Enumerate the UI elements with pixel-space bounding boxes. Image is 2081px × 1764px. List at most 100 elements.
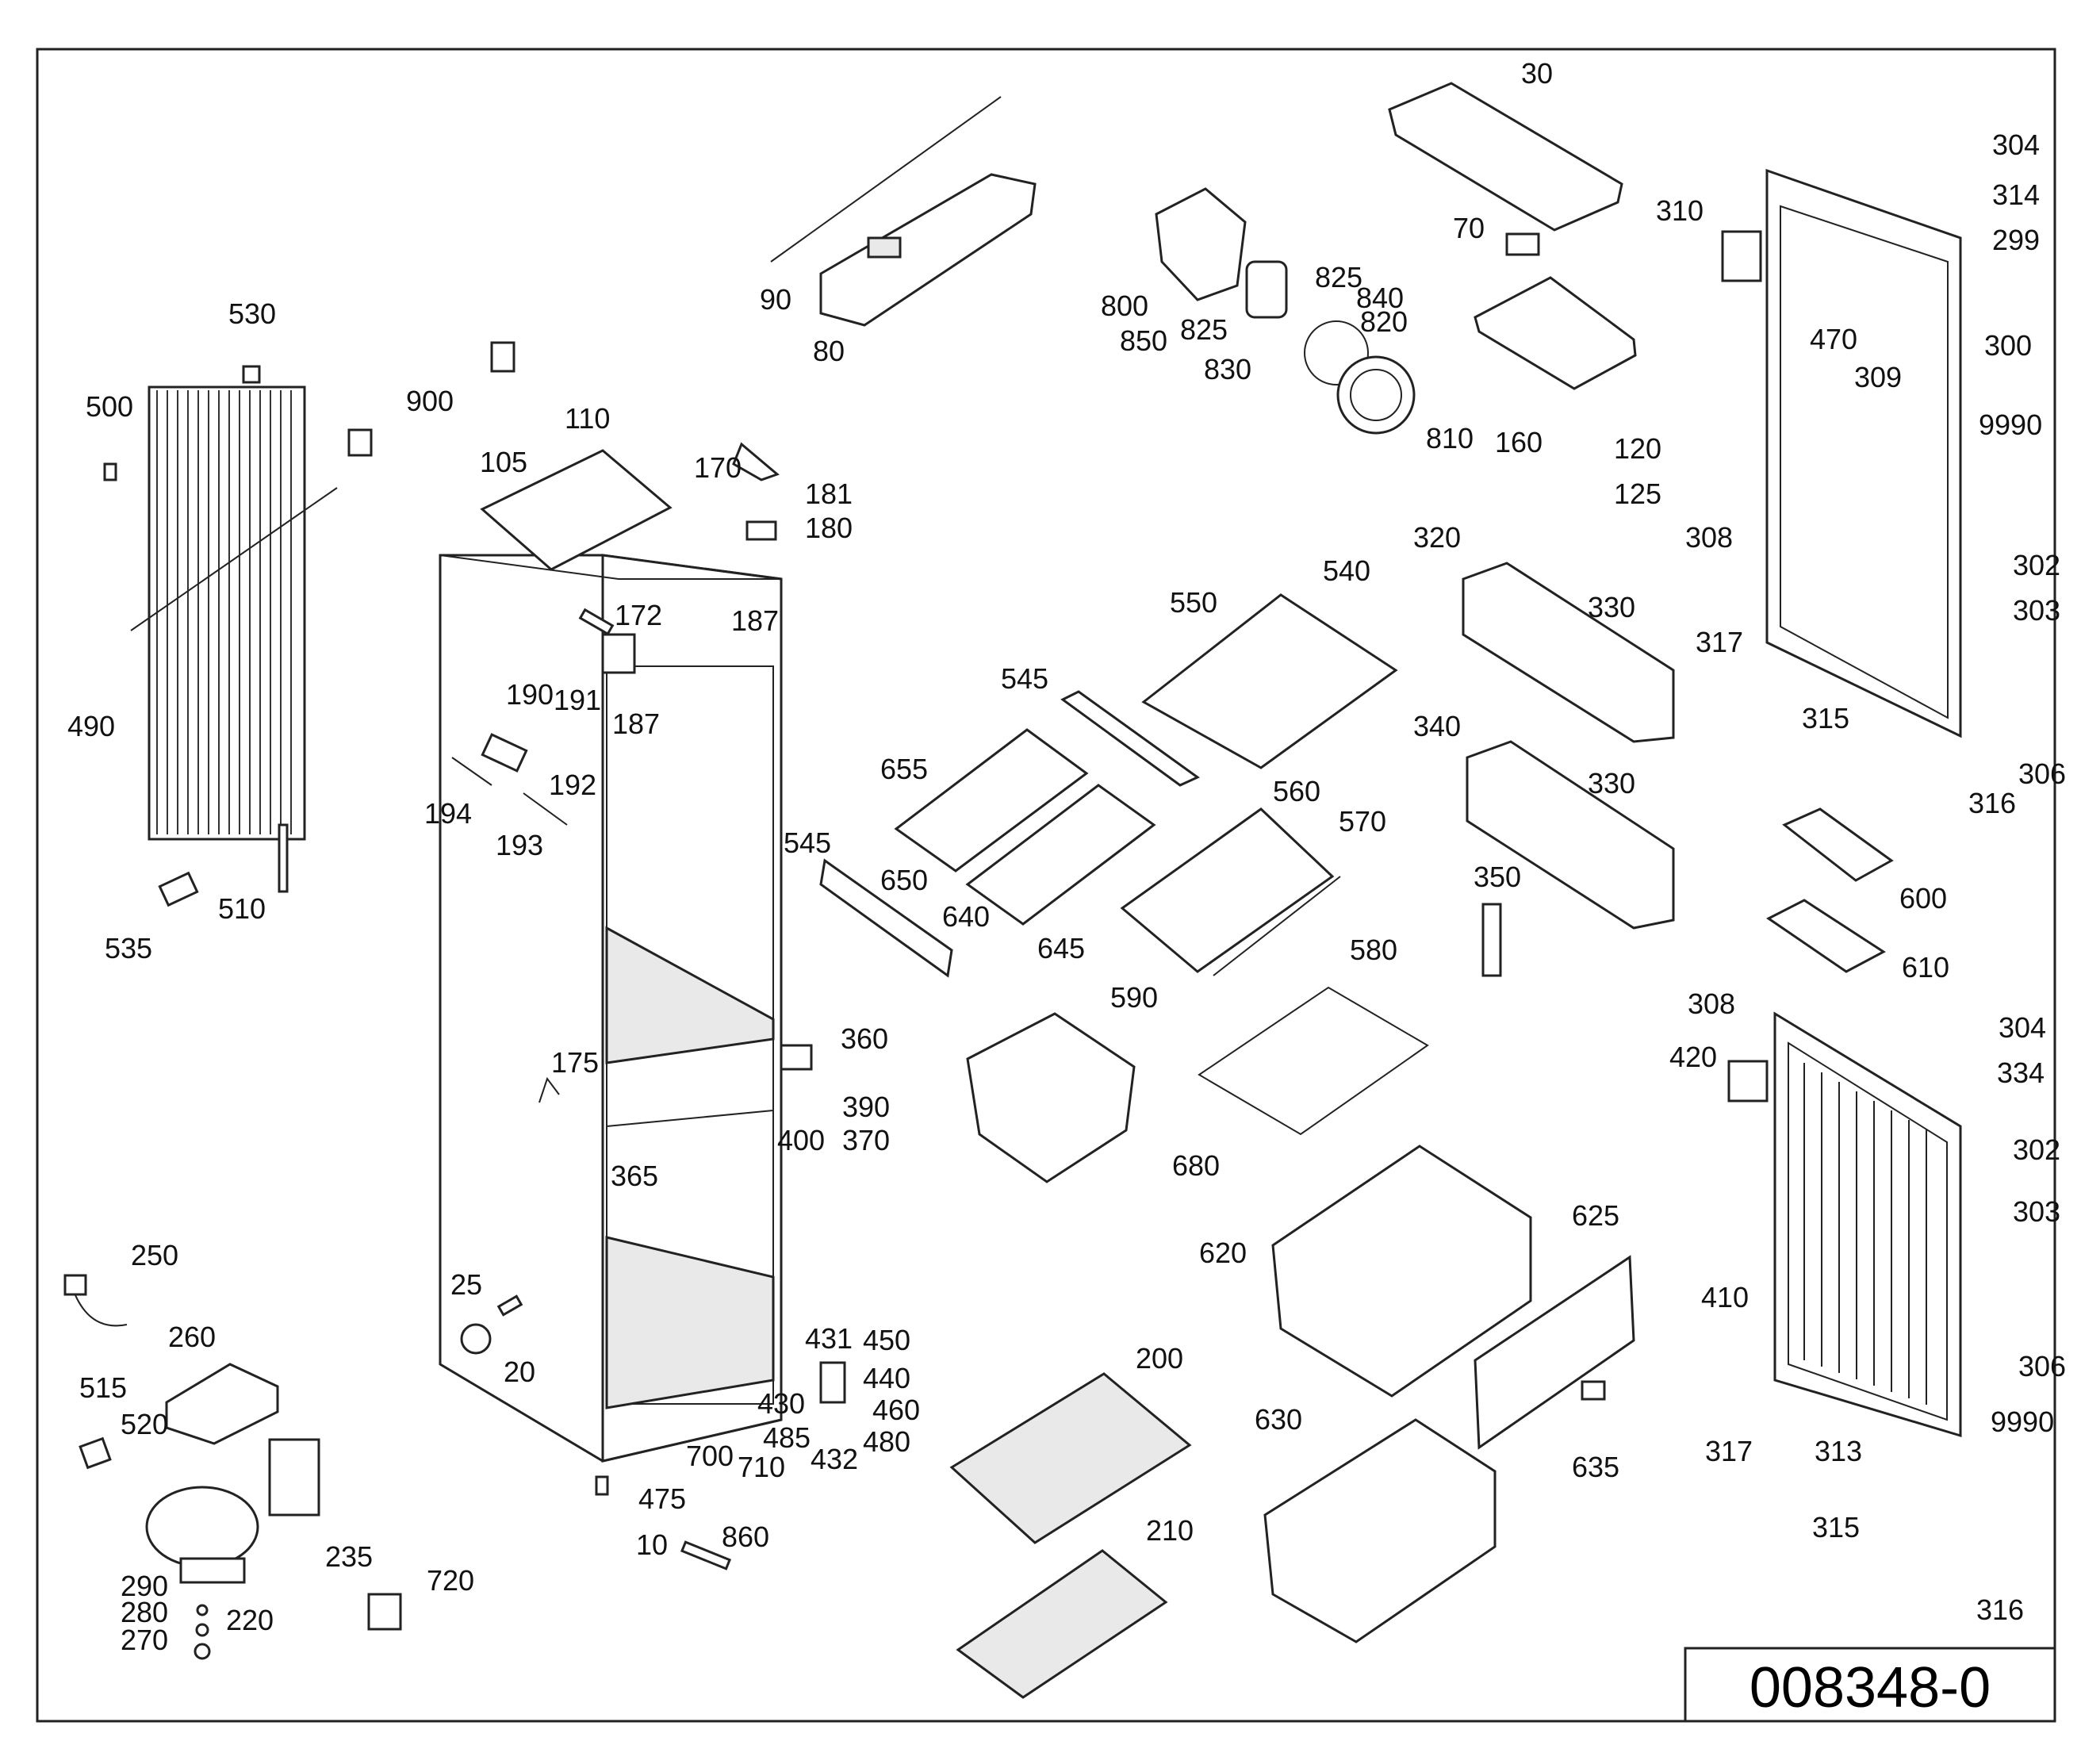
callout-680: 680 — [1172, 1149, 1220, 1182]
callout-630: 630 — [1255, 1403, 1302, 1436]
callout-172: 172 — [615, 599, 662, 631]
callout-610: 610 — [1902, 951, 1949, 984]
callout-310: 310 — [1656, 194, 1704, 227]
callout-535: 535 — [105, 932, 152, 964]
callout-304b: 304 — [1999, 1011, 2046, 1044]
callout-570: 570 — [1339, 805, 1386, 838]
callout-280: 280 — [121, 1596, 168, 1628]
callout-labels: 30 304 314 299 310 70 470 300 309 9990 1… — [67, 57, 2066, 1656]
part-190 — [481, 733, 528, 773]
callout-450: 450 — [863, 1324, 910, 1356]
callout-302b: 302 — [2013, 1133, 2060, 1166]
bracket-900 — [347, 341, 515, 457]
callout-710: 710 — [738, 1451, 785, 1483]
callout-304: 304 — [1992, 128, 2040, 161]
callout-410: 410 — [1701, 1281, 1749, 1313]
callout-840: 840 — [1356, 282, 1404, 314]
callout-440: 440 — [863, 1362, 910, 1394]
strip-90 — [770, 96, 1002, 263]
handle-175 — [538, 1076, 560, 1103]
callout-315b: 315 — [1812, 1511, 1860, 1544]
callout-655: 655 — [880, 753, 928, 785]
shelf-645 — [965, 784, 1156, 926]
callout-270: 270 — [121, 1624, 168, 1656]
drawer-630 — [1263, 1418, 1497, 1643]
callout-306: 306 — [2018, 757, 2066, 790]
callout-645: 645 — [1037, 932, 1085, 964]
callout-580: 580 — [1350, 934, 1397, 966]
callout-545: 545 — [1001, 662, 1048, 695]
callout-420: 420 — [1669, 1041, 1717, 1073]
callout-850: 850 — [1120, 324, 1167, 357]
callout-520: 520 — [121, 1408, 168, 1440]
bar-545 — [1060, 690, 1200, 787]
callout-308: 308 — [1685, 521, 1733, 554]
drawer-620 — [1271, 1145, 1532, 1398]
callout-432: 432 — [811, 1443, 858, 1475]
pin-510 — [278, 823, 289, 893]
callout-309: 309 — [1854, 361, 1902, 393]
part-70 — [1505, 232, 1540, 256]
callout-590: 590 — [1110, 981, 1158, 1014]
callout-825: 825 — [1180, 313, 1228, 346]
cap-530 — [242, 365, 261, 384]
screw-25 — [496, 1294, 523, 1317]
callout-720: 720 — [427, 1564, 474, 1597]
callout-306b: 306 — [2018, 1350, 2066, 1382]
callout-540: 540 — [1323, 554, 1370, 587]
washer-290 — [196, 1604, 209, 1616]
callout-550: 550 — [1170, 586, 1217, 619]
callout-320: 320 — [1413, 521, 1461, 554]
front-625 — [1474, 1255, 1635, 1450]
callout-400: 400 — [777, 1124, 825, 1156]
callout-90: 90 — [760, 283, 791, 316]
control-module-80 — [819, 173, 1037, 327]
callout-210: 210 — [1146, 1514, 1194, 1547]
callout-315: 315 — [1802, 702, 1849, 734]
callout-125: 125 — [1614, 477, 1661, 510]
callout-475: 475 — [638, 1482, 686, 1515]
rod-194 — [451, 757, 492, 786]
callout-700: 700 — [686, 1440, 734, 1472]
callout-303: 303 — [2013, 594, 2060, 627]
bar-580 — [1213, 876, 1341, 976]
foot-10 — [595, 1475, 609, 1496]
motor-830 — [1245, 260, 1288, 319]
wrench-860 — [680, 1540, 732, 1570]
callout-900: 900 — [406, 385, 454, 417]
callout-105: 105 — [480, 446, 527, 478]
callout-530: 530 — [228, 297, 276, 330]
callout-25: 25 — [450, 1268, 482, 1301]
door-lower-410 — [1773, 1011, 1962, 1438]
callout-220: 220 — [226, 1604, 274, 1636]
hinge-360 — [780, 1044, 813, 1071]
foot-270 — [194, 1643, 211, 1660]
power-cord-250 — [63, 1274, 128, 1327]
callout-317b: 317 — [1705, 1435, 1753, 1467]
callout-300: 300 — [1984, 329, 2032, 362]
callout-545b: 545 — [784, 826, 831, 859]
bracket-260 — [165, 1363, 279, 1445]
drawing-number: 008348-0 — [1749, 1656, 1991, 1720]
callout-9990b: 9990 — [1991, 1405, 2054, 1438]
callout-560: 560 — [1273, 775, 1320, 807]
bracket-420 — [1727, 1060, 1769, 1102]
callout-330b: 330 — [1588, 767, 1635, 800]
ice-tray-600 — [1782, 807, 1894, 882]
callout-235: 235 — [325, 1540, 373, 1573]
callout-175: 175 — [551, 1046, 599, 1079]
callout-30: 30 — [1521, 57, 1553, 90]
callout-70: 70 — [1453, 212, 1485, 244]
callout-180: 180 — [805, 512, 853, 544]
callout-20: 20 — [504, 1356, 535, 1388]
callout-480: 480 — [863, 1425, 910, 1458]
callout-303b: 303 — [2013, 1195, 2060, 1228]
callout-314: 314 — [1992, 178, 2040, 211]
callout-10: 10 — [636, 1528, 668, 1561]
bracket-310 — [1721, 230, 1762, 282]
fan-820 — [1304, 320, 1369, 385]
callout-370: 370 — [842, 1124, 890, 1156]
callout-308b: 308 — [1688, 987, 1735, 1020]
door-bin-320 — [1462, 562, 1675, 743]
